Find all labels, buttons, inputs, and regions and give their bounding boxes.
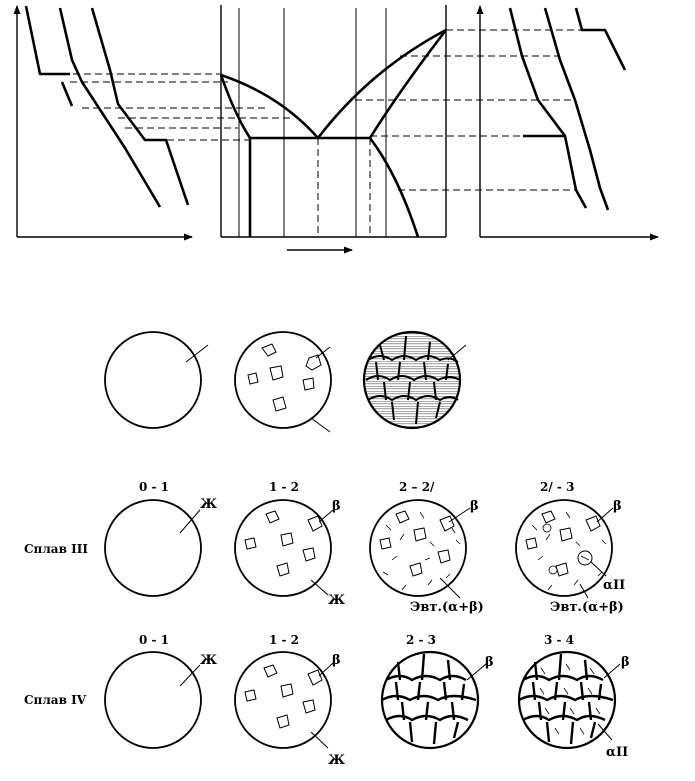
- alloy-iii-row: Сплав III 0 - 1 1 - 2 2 – 2/ 2/ - 3 Ж β …: [24, 480, 625, 615]
- alloy-iii-liquid-circle: [104, 499, 202, 597]
- alloy-iv-liquid-label-b: Ж: [328, 753, 345, 768]
- alloy-iv-label: Сплав IV: [24, 693, 87, 707]
- mid-solid-circle: [362, 330, 467, 430]
- alloy-iv-primary-beta-circle: [234, 651, 332, 749]
- cooling-curve-6: [543, 7, 610, 211]
- cooling-curve-5: [508, 7, 588, 209]
- alloy-iii-liquid-label-b: Ж: [328, 593, 345, 608]
- liquidus-right: [316, 28, 447, 139]
- mid-crystallizing-circle: [234, 331, 332, 429]
- alloy-iii-stage-4: 2/ - 3: [540, 480, 574, 494]
- cooling-curve-4: [574, 7, 627, 71]
- liquidus-left: [220, 73, 319, 139]
- cooling-curve-2-branch: [60, 81, 74, 107]
- alloy-iii-beta-label-c: β: [470, 499, 479, 514]
- alloy-iii-label: Сплав III: [24, 542, 88, 556]
- alloy-iii-stage-1: 0 - 1: [139, 480, 169, 494]
- alloy-iii-stage-2: 1 - 2: [269, 480, 299, 494]
- center-phase-diagram: [219, 5, 448, 254]
- alloy-iv-secondary-alpha-circle: β αII: [517, 650, 630, 760]
- alloy-iii-eutectic-label-c: Эвт.(α+β): [410, 600, 484, 615]
- cooling-curve-3: [90, 7, 190, 206]
- mid-liquid-circle: [104, 331, 202, 429]
- alloy-iv-beta-grains-circle: β: [380, 650, 494, 750]
- alloy-iii-primary-beta-circle: [234, 499, 332, 597]
- beta-solvus: [368, 137, 420, 238]
- solidus-left: [219, 74, 252, 139]
- alloy-iv-stage-2: 1 - 2: [269, 633, 299, 647]
- alloy-iv-liquid-circle: [104, 651, 202, 749]
- alloy-iv-liquid-label: Ж: [200, 653, 217, 668]
- alloy-iii-alpha-ii-label: αII: [603, 578, 625, 593]
- solidus-right: [368, 29, 448, 139]
- alloy-iii-beta-label-d: β: [613, 499, 622, 514]
- alloy-iv-beta-label-a: β: [332, 653, 341, 668]
- alloy-iv-beta-label-d: β: [621, 655, 630, 670]
- alloy-iv-stage-4: 3 - 4: [544, 633, 574, 647]
- alloy-iii-beta-label-a: β: [332, 499, 341, 514]
- cooling-curve-1: [24, 5, 70, 76]
- tie-dashed-lines: [40, 29, 582, 191]
- alloy-iii-stage-3: 2 – 2/: [399, 480, 435, 494]
- mid-microstructures: [104, 330, 467, 433]
- alloy-iv-stage-1: 0 - 1: [139, 633, 169, 647]
- right-cooling-curves: [476, 5, 659, 241]
- alloy-iv-beta-label-c: β: [485, 655, 494, 670]
- alloy-iv-alpha-ii-label: αII: [606, 745, 628, 760]
- alloy-iv-row: Сплав IV 0 - 1 1 - 2 2 - 3 3 - 4 Ж β Ж: [24, 633, 630, 768]
- left-cooling-curves: [13, 5, 193, 241]
- alloy-iii-liquid-label: Ж: [200, 497, 217, 512]
- alloy-iii-eutectic-label-d: Эвт.(α+β): [550, 600, 624, 615]
- alloy-iv-stage-3: 2 - 3: [406, 633, 436, 647]
